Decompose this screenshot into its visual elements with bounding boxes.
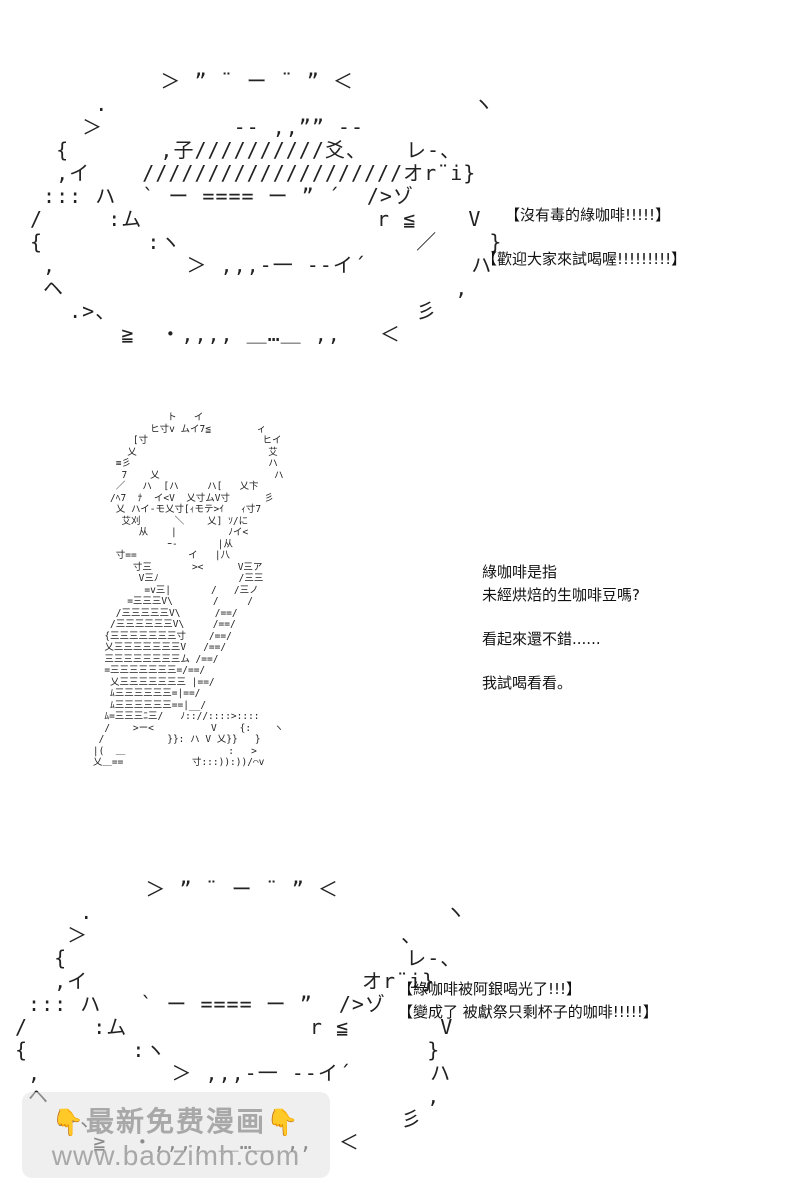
caption-bottom-line1: 【綠咖啡被阿銀喝光了!!!】 [398,980,582,998]
caption-top-line1: 【沒有毒的綠咖啡!!!!!】 [505,206,671,224]
caption-middle-line2: 未經烘焙的生咖啡豆嗎? [482,586,640,604]
caption-middle-line4: 我試喝看看。 [482,674,573,692]
caption-top: 【沒有毒的綠咖啡!!!!!】 【歡迎大家來試喝喔!!!!!!!!!】 [482,204,686,271]
pointing-hand-icon: 👇 [51,1107,86,1137]
caption-middle-line3: 看起來還不錯...... [482,630,601,648]
watermark-title-row: 👇最新免费漫画👇 [34,1100,318,1140]
watermark-title: 最新免费漫画 [85,1106,266,1137]
caption-top-line2: 【歡迎大家來試喝喔!!!!!!!!!】 [482,250,687,268]
caption-bottom-line2: 【變成了 被獻祭只剩杯子的咖啡!!!!!】 [398,1003,658,1021]
coffee-cup-ascii-art-top: ＞ ” ¨ ー ¨ ” ＜ . ヽ ＞ -- ,,”” -- { ,子/////… [30,69,503,346]
pointing-hand-icon: 👇 [266,1107,301,1137]
character-ascii-art: ト イ ヒ寸v ムイ7≦ ィ [寸 ヒイ 乂 艾 ≡彡 ハ 7 乂 ハ ／ ハ … [92,412,284,768]
watermark-url: www.baozimh.com [51,1140,301,1171]
caption-bottom: 【綠咖啡被阿銀喝光了!!!】 【變成了 被獻祭只剩杯子的咖啡!!!!!】 [398,978,658,1024]
caption-middle: 綠咖啡是指 未經烘焙的生咖啡豆嗎? 看起來還不錯...... 我試喝看看。 [482,561,640,695]
site-watermark: 👇最新免费漫画👇 www.baozimh.com [22,1092,330,1178]
caption-middle-line1: 綠咖啡是指 [482,563,558,581]
